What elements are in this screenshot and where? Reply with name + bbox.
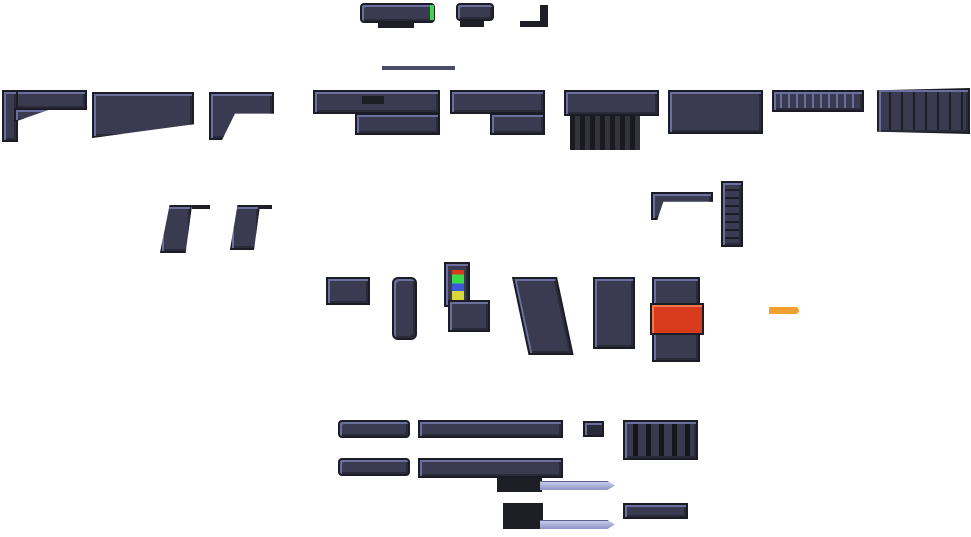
mag-tape-red [650, 303, 704, 335]
top-rail-icon [382, 66, 455, 70]
muzzle-brake-icon [623, 420, 698, 460]
scope-mount [378, 22, 414, 28]
bayonet-a-icon [540, 481, 615, 490]
barrel-short-icon [623, 503, 688, 519]
pistol-grip-b-icon [230, 205, 260, 250]
receiver-a-lower [355, 113, 440, 135]
stock-angled-icon [209, 92, 274, 140]
mag-short-icon [326, 277, 370, 305]
iron-sight-base [520, 21, 548, 27]
mag-indicator-lights [452, 270, 464, 300]
bayonet-b-icon [540, 520, 615, 529]
pistol-grip-b-trigger [258, 205, 272, 209]
stock-skeleton-brace [14, 108, 54, 122]
receiver-a-port [362, 96, 384, 104]
bayonet-a-handle [497, 478, 542, 492]
scope-small-mount [460, 20, 484, 27]
suppressor-b-icon [338, 458, 410, 476]
scope-lens [430, 5, 434, 20]
receiver-c-grille [570, 116, 640, 150]
mag-curved-icon [512, 277, 574, 355]
mag-straight-icon [593, 277, 635, 349]
vertical-foregrip-icon [721, 181, 743, 247]
scope-large-icon [360, 3, 435, 23]
receiver-d-icon [668, 90, 763, 134]
receiver-b-lower [490, 113, 545, 135]
handguard-railed-icon [772, 90, 864, 112]
receiver-b-icon [450, 90, 545, 114]
bayonet-b-handle [503, 503, 543, 529]
pistol-grip-a-icon [160, 205, 192, 253]
angled-foregrip-icon [651, 192, 713, 220]
receiver-c-icon [564, 90, 659, 116]
bullet-icon [769, 307, 799, 314]
barrel-a-icon [418, 420, 563, 438]
barrel-b-icon [418, 458, 563, 478]
pistol-grip-a-trigger [192, 205, 210, 209]
mag-box-icon [392, 277, 417, 340]
suppressor-a-icon [338, 420, 410, 438]
muzzle-cap-icon [583, 421, 604, 437]
stock-solid-icon [92, 92, 194, 138]
mag-drum-base [448, 300, 490, 332]
iron-sight-icon [540, 5, 548, 27]
handguard-ribbed-icon [877, 88, 970, 134]
scope-small-icon [456, 3, 494, 21]
